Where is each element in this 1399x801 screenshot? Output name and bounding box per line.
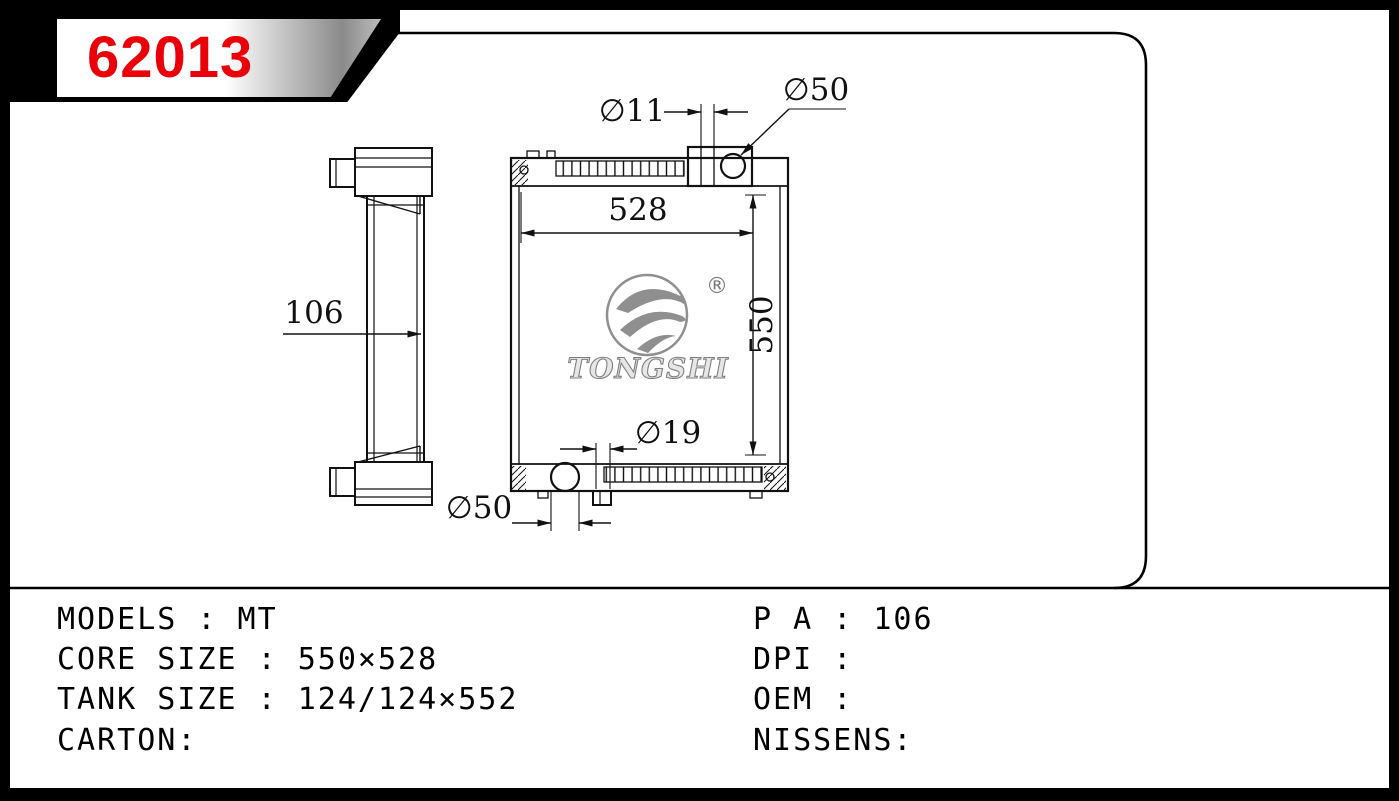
top-tank-fins: [555, 160, 685, 177]
part-number-badge: 62013: [10, 10, 400, 102]
spec-nissens: NISSENS:: [753, 723, 914, 758]
filler-neck: [686, 145, 754, 188]
bottom-tank-fins: [603, 466, 763, 483]
badge-band: 62013: [57, 19, 381, 97]
bottom-outlet-circle: [549, 461, 581, 493]
spec-carton: CARTON:: [57, 723, 198, 758]
dim-label-side-width: 106: [284, 295, 343, 331]
side-bottom-bracket: [354, 461, 433, 506]
core-outline: [509, 156, 790, 493]
drawing-border-lines: [10, 31, 1389, 590]
side-top-bracket: [354, 147, 433, 197]
tongshi-logo: ® TONGSHI: [567, 273, 729, 386]
spec-oem: OEM :: [753, 682, 854, 717]
spec-pa: P A : 106: [753, 602, 934, 637]
spec-tank-size: TANK SIZE : 124/124×552: [57, 682, 519, 717]
dim-label-bottom-hole: ∅19: [635, 415, 701, 451]
dim-label-core-width: 528: [608, 192, 667, 228]
logo-brand-text: TONGSHI: [567, 352, 729, 385]
radiator-side-view: [329, 147, 433, 506]
dimension-lines: [283, 104, 846, 531]
radiator-front-view: [509, 145, 790, 506]
registered-mark: ®: [706, 274, 728, 299]
spec-models: MODELS : MT: [57, 602, 278, 637]
part-number: 62013: [87, 25, 254, 90]
spec-core-size: CORE SIZE : 550×528: [57, 642, 439, 677]
dim-label-top-neck: ∅50: [783, 72, 849, 108]
dim-label-core-height: 550: [744, 295, 780, 354]
side-tube: [366, 195, 425, 463]
spec-dpi: DPI :: [753, 642, 854, 677]
drain-stub: [592, 491, 612, 506]
dim-label-bottom-outlet: ∅50: [446, 490, 512, 526]
dim-label-top-hole: ∅11: [599, 93, 665, 129]
logo-circle-icon: [605, 273, 689, 357]
filler-cap-circle: [719, 152, 747, 180]
logo-swoosh-icon: [616, 289, 686, 313]
